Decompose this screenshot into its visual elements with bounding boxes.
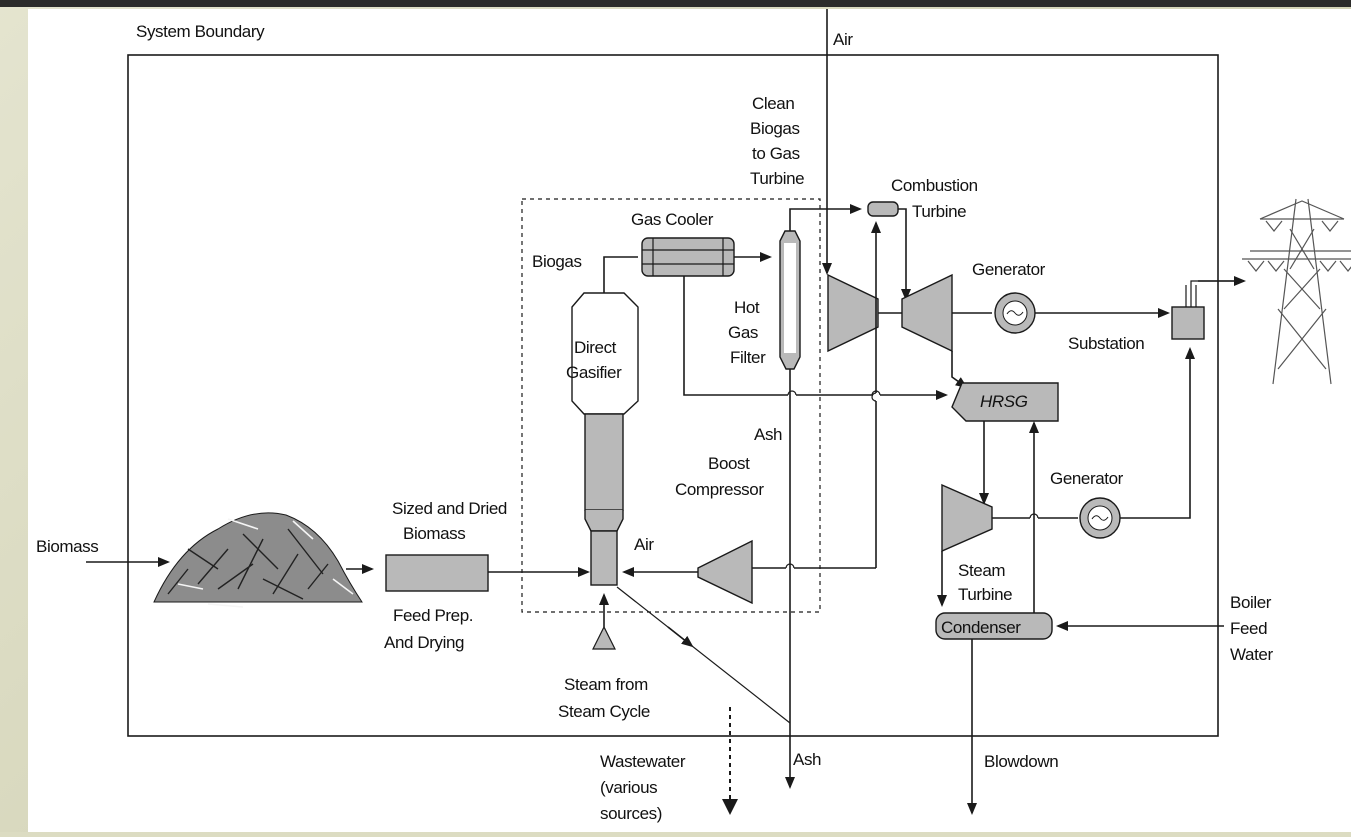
combustion-turbine-label-1: Combustion (891, 176, 978, 195)
biogas-label: Biogas (532, 252, 582, 271)
transmission-tower-icon (1242, 198, 1351, 385)
boost-compressor-label-1: Boost (708, 454, 750, 473)
wastewater-label-3: sources) (600, 804, 662, 823)
hrsg (951, 382, 1059, 422)
steam-injection-icon (592, 593, 616, 650)
feed-prep-label-1: Feed Prep. (393, 606, 473, 625)
steam-from-label-2: Steam Cycle (558, 702, 650, 721)
combustion-turbine-label-2: Turbine (912, 202, 966, 221)
direct-gasifier (571, 292, 639, 586)
substation-label: Substation (1068, 334, 1144, 353)
hot-gas-filter-label-1: Hot (734, 298, 760, 317)
hot-gas-filter (779, 230, 801, 370)
air-compressor-label: Air (634, 535, 654, 554)
clean-biogas-label-3: to Gas (752, 144, 800, 163)
sized-dried-label-2: Biomass (403, 524, 465, 543)
biomass-label: Biomass (36, 537, 98, 556)
combustor (867, 201, 899, 217)
air-top-label: Air (833, 30, 853, 49)
hot-gas-filter-label-2: Gas (728, 323, 758, 342)
direct-gasifier-label-2: Gasifier (566, 363, 622, 382)
system-boundary-box (127, 54, 1219, 737)
condenser-label: Condenser (941, 618, 1021, 637)
hrsg-label: HRSG (980, 392, 1028, 411)
biomass-pile-icon (153, 512, 363, 608)
condenser (935, 612, 1053, 640)
steam-turbine-label-1: Steam (958, 561, 1005, 580)
generator-2-label: Generator (1050, 469, 1124, 488)
steam-turbine (941, 483, 993, 553)
gas-cooler (641, 237, 735, 277)
steam-turbine-label-2: Turbine (958, 585, 1012, 604)
generator-1 (994, 292, 1036, 334)
blowdown-label: Blowdown (984, 752, 1058, 771)
generator-1-label: Generator (972, 260, 1046, 279)
diagram-panel: System Boundary Biomass Sized and Dried … (28, 9, 1351, 832)
wastewater-label-2: (various (600, 778, 657, 797)
clean-biogas-label-2: Biogas (750, 119, 800, 138)
system-boundary-label: System Boundary (136, 22, 265, 41)
feed-prep-label-2: And Drying (384, 633, 464, 652)
gasification-island-boundary (521, 198, 821, 613)
boost-compressor-label-2: Compressor (675, 480, 764, 499)
gt-compressor (827, 273, 879, 353)
boiler-feed-label-1: Boiler (1230, 593, 1272, 612)
feed-prep-drying-box (385, 554, 489, 592)
boiler-feed-label-3: Water (1230, 645, 1273, 664)
boost-compressor (697, 539, 753, 605)
clean-biogas-label-4: Turbine (750, 169, 804, 188)
hot-gas-filter-label-3: Filter (730, 348, 766, 367)
wastewater-label-1: Wastewater (600, 752, 686, 771)
direct-gasifier-label-1: Direct (574, 338, 617, 357)
ash-inner-label: Ash (754, 425, 782, 444)
substation-box (1171, 306, 1205, 340)
clean-biogas-label-1: Clean (752, 94, 794, 113)
process-flow-diagram: System Boundary Biomass Sized and Dried … (36, 9, 1351, 823)
boiler-feed-label-2: Feed (1230, 619, 1267, 638)
sized-dried-label-1: Sized and Dried (392, 499, 507, 518)
gas-cooler-label: Gas Cooler (631, 210, 714, 229)
ash-outer-label: Ash (793, 750, 821, 769)
top-bar (0, 0, 1351, 7)
generator-2 (1079, 497, 1121, 539)
steam-from-label-1: Steam from (564, 675, 648, 694)
gt-turbine (901, 273, 953, 353)
